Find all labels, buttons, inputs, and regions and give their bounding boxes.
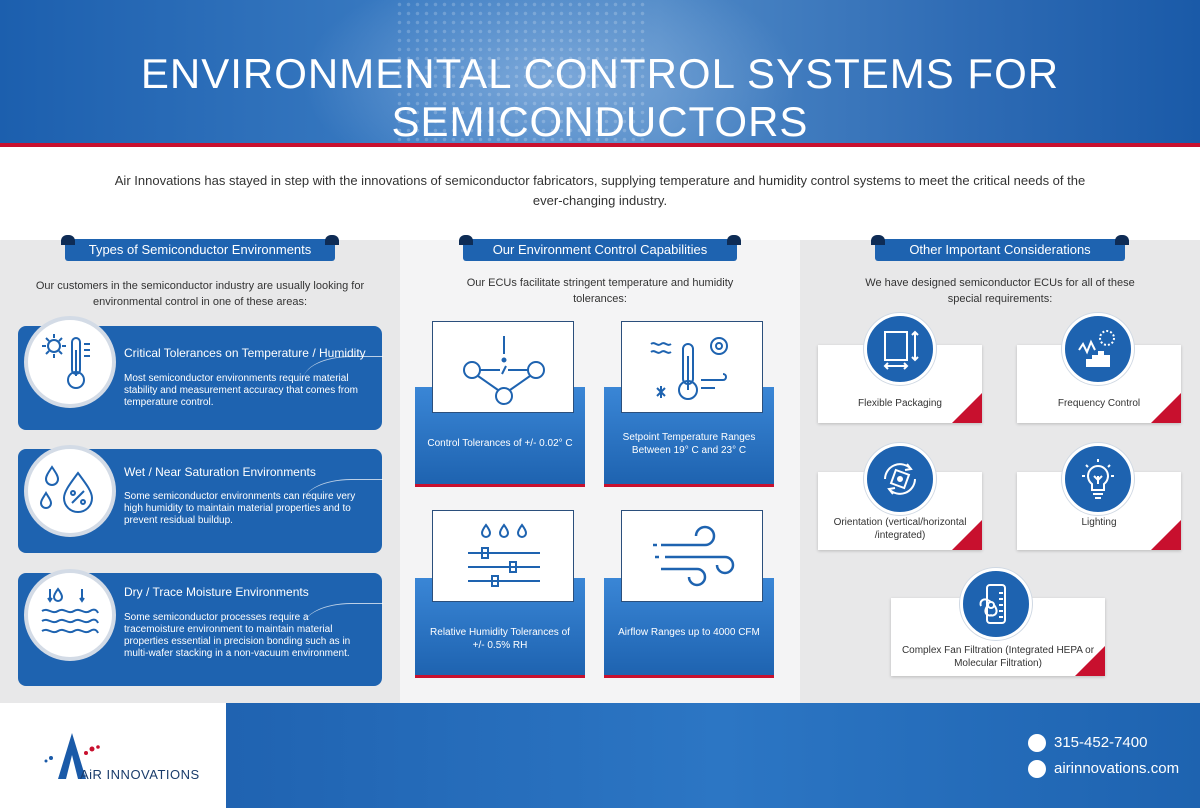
logo-text: AiR INNOVATIONS [80, 767, 200, 782]
environments-description: Our customers in the semiconductor indus… [35, 280, 365, 308]
considerations-column: Other Important Considerations We have d… [800, 235, 1200, 703]
intro-text: Air Innovations has stayed in step with … [114, 173, 1086, 208]
divider [0, 143, 1200, 147]
env-body: Some semiconductor environments can requ… [124, 491, 356, 526]
header-banner: ENVIRONMENTAL CONTROL SYSTEMS FOR SEMICO… [0, 0, 1200, 143]
capability-text: Relative Humidity Tolerances of +/- 0.5%… [430, 627, 570, 651]
sun-thermometer-icon [24, 316, 116, 408]
rotate-box-icon [864, 443, 936, 515]
website-link[interactable]: airinnovations.com [1028, 760, 1180, 779]
capability-text: Airflow Ranges up to 4000 CFM [618, 627, 760, 638]
moisture-layers-icon [24, 569, 116, 661]
chip-background-image [395, 0, 645, 143]
network-alert-icon [432, 321, 574, 413]
humidity-drops-icon [24, 445, 116, 537]
frequency-bars-icon [1062, 313, 1134, 385]
env-body: Some semiconductor processes require a t… [124, 612, 351, 659]
fan-filter-icon [960, 568, 1032, 640]
env-title: Dry / Trace Moisture Environments [124, 585, 309, 599]
considerations-description: We have designed semiconductor ECUs for … [865, 277, 1135, 305]
consideration-label: Orientation (vertical/horizontal /integr… [833, 517, 967, 541]
wind-icon [621, 510, 763, 602]
phone-number: 315-452-7400 [1054, 734, 1148, 751]
consideration-label: Lighting [1081, 517, 1117, 528]
env-card-wet: Wet / Near Saturation Environments Some … [18, 445, 383, 553]
logo: AiR INNOVATIONS [0, 703, 226, 808]
humidity-sliders-icon [432, 510, 574, 602]
browser-icon [1028, 760, 1046, 779]
air-innovations-logo-icon [44, 733, 100, 779]
env-card-critical: Critical Tolerances on Temperature / Hum… [18, 316, 383, 430]
environments-tab: Types of Semiconductor Environments [61, 235, 339, 261]
consideration-label: Frequency Control [1057, 398, 1141, 409]
considerations-tab: Other Important Considerations [871, 235, 1129, 261]
thermometer-gear-icon [621, 321, 763, 413]
lightbulb-icon [1062, 443, 1134, 515]
intro-section: Air Innovations has stayed in step with … [0, 147, 1200, 240]
capability-text: Setpoint Temperature Ranges Between 19° … [622, 432, 756, 456]
page-title: ENVIRONMENTAL CONTROL SYSTEMS FOR SEMICO… [140, 50, 1060, 143]
consideration-label: Complex Fan Filtration (Integrated HEPA … [901, 645, 1095, 669]
footer: AiR INNOVATIONS 315-452-7400 airinnovati… [0, 703, 1200, 808]
environments-column: Types of Semiconductor Environments Our … [0, 235, 400, 703]
capabilities-column: Our Environment Control Capabilities Our… [400, 235, 800, 703]
env-title: Wet / Near Saturation Environments [124, 465, 316, 479]
capabilities-tab: Our Environment Control Capabilities [459, 235, 741, 261]
phone-contact[interactable]: 315-452-7400 [1028, 734, 1148, 753]
consideration-label: Flexible Packaging [858, 398, 942, 409]
capability-text: Control Tolerances of +/- 0.02° C [427, 438, 573, 449]
capabilities-description: Our ECUs facilitate stringent temperatur… [466, 277, 734, 305]
env-body: Most semiconductor environments require … [124, 373, 358, 408]
website-url: airinnovations.com [1054, 760, 1180, 777]
phone-icon [1028, 734, 1046, 753]
resize-box-icon [864, 313, 936, 385]
env-title: Critical Tolerances on Temperature / Hum… [124, 346, 366, 360]
env-card-dry: Dry / Trace Moisture Environments Some s… [18, 569, 383, 686]
